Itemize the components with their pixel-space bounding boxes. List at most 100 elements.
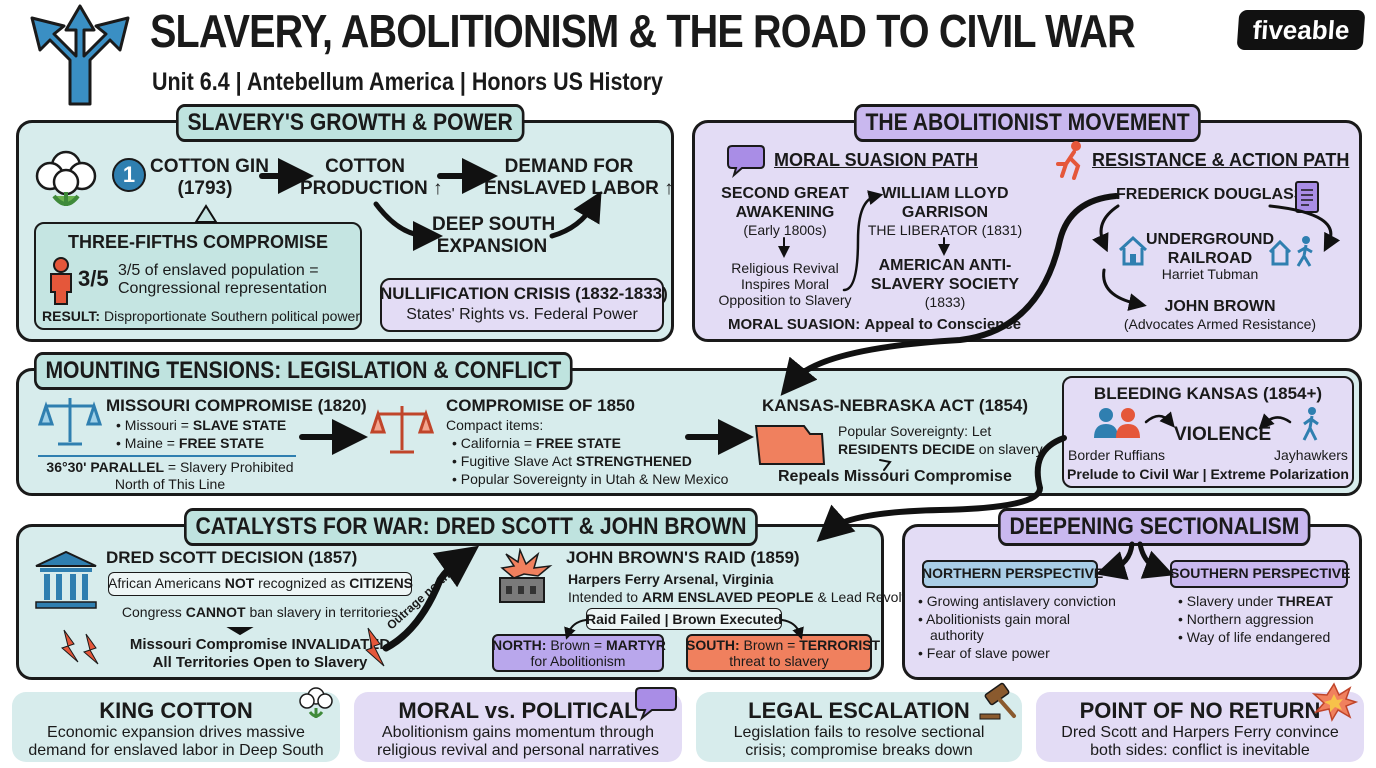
house-walker-icon <box>1268 236 1313 267</box>
moral-footer: MORAL SUASION: Appeal to Conscience <box>728 316 1022 333</box>
south-item-3: • Way of life endangered <box>1178 629 1331 645</box>
north-perspective-box <box>922 560 1098 588</box>
person-icon <box>50 257 72 305</box>
bk-title: BLEEDING KANSAS (1854+) <box>1093 384 1323 403</box>
three-fifths-title: THREE-FIFTHS COMPROMISE <box>68 232 328 252</box>
bk-violence: VIOLENCE <box>1174 424 1272 445</box>
page-title: SLAVERY, ABOLITIONISM & THE ROAD TO CIVI… <box>150 5 1136 57</box>
cotton-icon-small <box>299 687 333 718</box>
c1850-bullet-3: • Popular Sovereignty in Utah & New Mexi… <box>452 471 729 487</box>
kn-ps-2: RESIDENTS DECIDE on slavery <box>838 441 1043 457</box>
house-icon <box>1118 235 1148 266</box>
legal-escalation-line-2: crisis; compromise breaks down <box>745 742 973 759</box>
tubman-label: Harriet Tubman <box>1161 266 1259 282</box>
nullification-desc: States' Rights vs. Federal Power <box>406 306 638 323</box>
scales-icon-blue <box>38 398 102 446</box>
south-terrorist-box <box>686 634 872 672</box>
lightning-icon-right <box>365 627 385 667</box>
king-cotton-card: KING COTTON Economic expansion drives ma… <box>12 692 340 762</box>
mc-bullet-2: • Maine = FREE STATE <box>116 435 264 451</box>
three-fifths-box <box>34 222 362 330</box>
speech-bubble-icon-small <box>635 687 677 722</box>
resistance-path-label: RESISTANCE & ACTION PATH <box>1092 150 1350 170</box>
sectionalism-title: DEEPENING SECTIONALISM <box>998 508 1311 546</box>
south-item-1: • Slavery under THREAT <box>1178 593 1333 609</box>
john-brown-label: JOHN BROWN <box>1164 298 1276 315</box>
parallel-line <box>38 455 296 457</box>
abolition-title: THE ABOLITIONIST MOVEMENT <box>854 104 1202 142</box>
cotton-icon <box>35 150 97 206</box>
south-perspective-title: SOUTHERN PERSPECTIVE <box>1170 565 1351 581</box>
ds-bullet-2: Congress CANNOT ban slavery in territori… <box>121 604 399 620</box>
ds-title: DRED SCOTT DECISION (1857) <box>106 548 358 567</box>
kn-ps-1: Popular Sovereignty: Let <box>838 423 992 439</box>
ds-bullet-1: African Americans NOT recognized as CITI… <box>108 575 414 591</box>
result-line: RESULT: Disproportionate Southern politi… <box>42 308 361 324</box>
north-perspective-title: NORTHERN PERSPECTIVE <box>922 565 1104 581</box>
moral-path-label: MORAL SUASION PATH <box>774 150 979 170</box>
gavel-icon <box>979 682 1016 720</box>
courthouse-icon <box>35 550 97 609</box>
bk-footer: Prelude to Civil War | Extreme Polarizat… <box>1067 466 1349 482</box>
king-cotton-line-2: demand for enslaved labor in Deep South <box>28 742 324 759</box>
nullification-title: NULLIFICATION CRISIS (1832-1833) <box>380 284 668 303</box>
moral-political-title: MORAL vs. POLITICAL <box>398 698 638 723</box>
king-cotton-title: KING COTTON <box>99 698 253 723</box>
moral-political-card: MORAL vs. POLITICAL Abolitionism gains m… <box>354 692 682 762</box>
jb-place: Harpers Ferry Arsenal, Virginia <box>568 571 774 587</box>
point-of-no-return-card: POINT OF NO RETURN Dred Scott and Harper… <box>1036 692 1364 762</box>
jb-intended: Intended to ARM ENSLAVED PEOPLE & Lead R… <box>568 589 906 605</box>
king-cotton-line-1: Economic expansion drives massive <box>47 724 305 741</box>
kn-repeal: Repeals Missouri Compromise <box>778 468 1012 485</box>
liberator-label: THE LIBERATOR (1831) <box>867 222 1023 238</box>
crossroads-arrows-icon <box>30 4 130 106</box>
walker-icon <box>1302 407 1319 441</box>
growth-title: SLAVERY'S GROWTH & POWER <box>176 104 525 142</box>
jb-result: Raid Failed | Brown Executed <box>586 611 783 627</box>
three-fifths-number: 3/5 <box>78 266 109 291</box>
ds-citizens-box <box>108 572 412 596</box>
arsenal-explosion-icon <box>499 548 553 603</box>
jb-title: JOHN BROWN'S RAID (1859) <box>566 548 800 567</box>
mc-title: MISSOURI COMPROMISE (1820) <box>106 396 367 415</box>
document-icon <box>1295 181 1319 213</box>
c1850-bullet-1: • California = FREE STATE <box>452 435 621 451</box>
north-item-2: • Abolitionists gain moral <box>918 611 1070 627</box>
legal-escalation-card: LEGAL ESCALATION Legislation fails to re… <box>696 692 1022 762</box>
north-martyr-box <box>492 634 664 672</box>
bk-left: Border Ruffians <box>1068 447 1166 463</box>
point-of-no-return-line-1: Dred Scott and Harpers Ferry convince <box>1061 724 1339 741</box>
moral-political-line-2: religious revival and personal narrative… <box>377 742 659 759</box>
aas-year: (1833) <box>924 294 966 310</box>
north-item-3: • Fear of slave power <box>918 645 1050 661</box>
point-of-no-return-line-2: both sides: conflict is inevitable <box>1090 742 1310 759</box>
legal-escalation-line-1: Legislation fails to resolve sectional <box>733 724 985 741</box>
john-brown-desc: (Advocates Armed Resistance) <box>1123 316 1317 332</box>
legal-escalation-title: LEGAL ESCALATION <box>748 698 970 723</box>
north-item-1: • Growing antislavery conviction <box>918 593 1116 609</box>
north-item-2b: authority <box>930 627 984 643</box>
tensions-title: MOUNTING TENSIONS: LEGISLATION & CONFLIC… <box>34 352 573 390</box>
mc-bullet-1: • Missouri = SLAVE STATE <box>116 417 287 433</box>
aas-label: AMERICAN ANTI-SLAVERY SOCIETY <box>870 257 1020 293</box>
c1850-title: COMPROMISE OF 1850 <box>446 396 635 415</box>
c1850-bullet-2: • Fugitive Slave Act STRENGTHENED <box>452 453 692 469</box>
moral-political-line-1: Abolitionism gains momentum through <box>381 724 655 741</box>
running-person-icon <box>1056 141 1081 180</box>
point-of-no-return-title: POINT OF NO RETURN <box>1079 698 1321 723</box>
three-fifths-desc: 3/5 of enslaved population =Congressiona… <box>118 262 328 297</box>
cotton-gin-label: COTTON GIN(1793) <box>150 156 269 199</box>
kn-title: KANSAS-NEBRASKA ACT (1854) <box>762 396 1029 415</box>
step-number-badge: 1 <box>112 158 146 192</box>
fiveable-logo[interactable]: fiveable <box>1236 10 1366 50</box>
awakening-date: (Early 1800s) <box>743 222 827 238</box>
bk-right: Jayhawkers <box>1274 447 1348 463</box>
